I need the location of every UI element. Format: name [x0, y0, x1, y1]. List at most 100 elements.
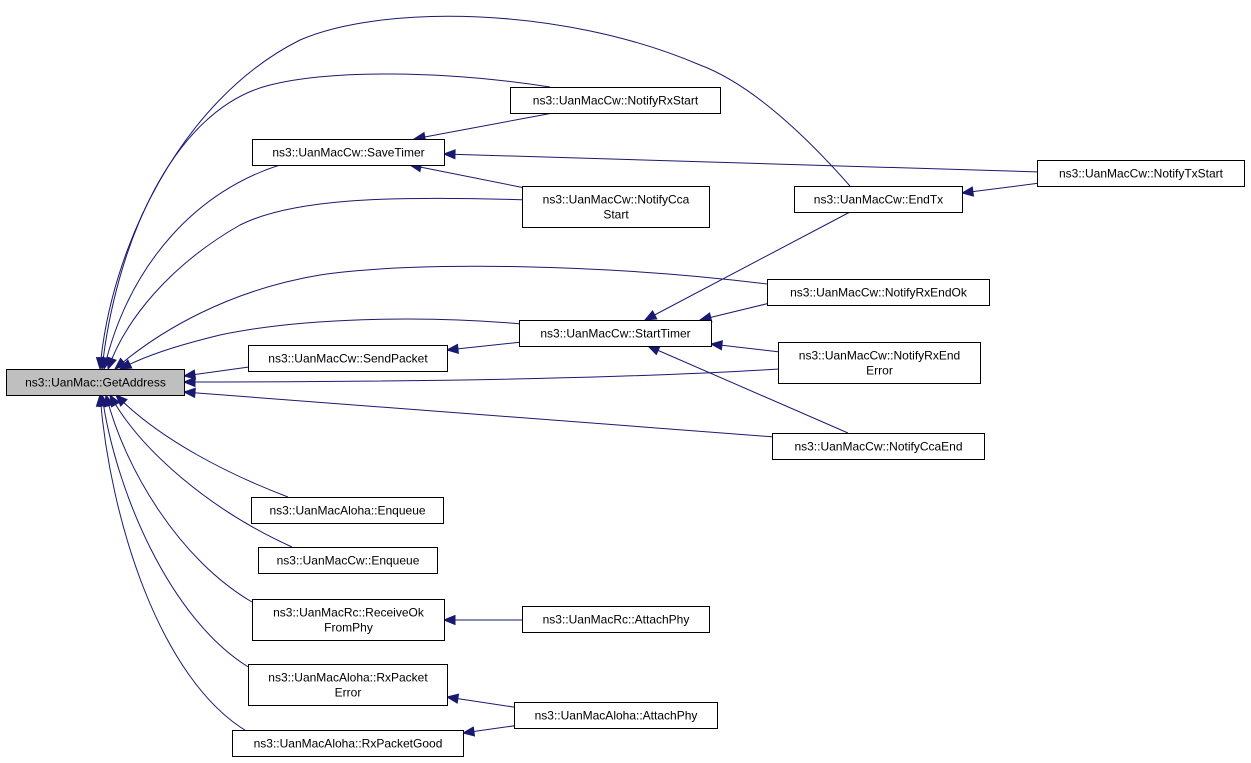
arrowhead-icon	[115, 394, 128, 407]
arrowhead-icon	[709, 340, 723, 351]
node-label: Error	[335, 686, 362, 700]
arrowhead-icon	[445, 693, 460, 704]
node-box[interactable]	[251, 497, 444, 524]
edge-endtx-to-starttimer	[643, 211, 851, 321]
edge-line	[446, 696, 521, 709]
node-label: Error	[866, 364, 893, 378]
node-label: ns3::UanMacCw::NotifyRxEnd	[799, 349, 960, 363]
node-label: ns3::UanMacCw::EndTx	[814, 193, 943, 207]
edge-line	[446, 341, 523, 351]
node-label: ns3::UanMacAloha::RxPacketGood	[254, 737, 443, 751]
node-notifyrxstart[interactable]: ns3::UanMacCw::NotifyRxStart	[510, 87, 721, 114]
arrowhead-icon	[107, 356, 117, 371]
edge-notifytxstart-to-endtx	[960, 182, 1041, 197]
node-getaddress[interactable]: ns3::UanMac::GetAddress	[6, 369, 185, 396]
edge-notifyccaend-to-getaddress	[182, 387, 776, 438]
node-notifyrxendok[interactable]: ns3::UanMacCw::NotifyRxEndOk	[767, 279, 990, 306]
node-label: ns3::UanMacCw::NotifyRxEndOk	[790, 286, 968, 300]
edge-line	[647, 345, 849, 434]
node-label: ns3::UanMacRc::AttachPhy	[543, 613, 690, 627]
edge-notifyrxenderror-to-starttimer	[709, 340, 781, 353]
nodes: ns3::UanMac::GetAddressns3::UanMacCw::No…	[6, 87, 1245, 757]
arrowhead-icon	[461, 726, 476, 737]
edge-endtx-to-getaddress	[95, 15, 851, 371]
arrowhead-icon	[442, 614, 456, 626]
node-box[interactable]	[252, 139, 445, 166]
edge-cwenqueue-to-getaddress	[109, 393, 293, 548]
node-box[interactable]	[232, 730, 464, 757]
node-endtx[interactable]: ns3::UanMacCw::EndTx	[794, 186, 963, 213]
node-notifytxstart[interactable]: ns3::UanMacCw::NotifyTxStart	[1037, 160, 1245, 187]
node-label: ns3::UanMacCw::NotifyCcaEnd	[794, 440, 962, 454]
node-starttimer[interactable]: ns3::UanMacCw::StartTimer	[519, 320, 712, 347]
edge-line	[105, 394, 253, 603]
node-label: Start	[603, 208, 629, 222]
node-box[interactable]	[772, 433, 985, 460]
edge-line	[99, 15, 851, 370]
node-box[interactable]	[258, 547, 438, 574]
node-label: ns3::UanMacCw::NotifyRxStart	[533, 94, 699, 108]
node-box[interactable]	[522, 606, 710, 633]
edge-line	[961, 182, 1041, 194]
edge-line	[710, 343, 781, 353]
edge-alohaenqueue-to-getaddress	[115, 394, 289, 498]
node-notifyccaend[interactable]: ns3::UanMacCw::NotifyCcaEnd	[772, 433, 985, 460]
arrowhead-icon	[118, 359, 133, 370]
node-rxpacketgood[interactable]: ns3::UanMacAloha::RxPacketGood	[232, 730, 464, 757]
edge-line	[183, 368, 781, 383]
node-box[interactable]	[794, 186, 963, 213]
node-box[interactable]	[778, 342, 981, 384]
edge-notifyccastart-to-savetimer	[408, 162, 526, 189]
edge-notifyrxstart-to-savetimer	[412, 112, 554, 143]
node-box[interactable]	[519, 320, 712, 347]
node-box[interactable]	[252, 599, 445, 641]
arrowhead-icon	[646, 345, 661, 356]
node-label: ns3::UanMacAloha::RxPacket	[268, 671, 428, 685]
node-box[interactable]	[522, 186, 710, 228]
node-box[interactable]	[248, 664, 448, 706]
edge-alohaattachphy-to-rxpacketgood	[461, 724, 521, 737]
edge-notifyrxendok-to-starttimer	[698, 302, 771, 323]
edge-rxpacketgood-to-getaddress	[95, 393, 249, 733]
edge-receiveok-to-getaddress	[103, 393, 253, 603]
arrowhead-icon	[643, 310, 658, 321]
node-alohaattachphy[interactable]: ns3::UanMacAloha::AttachPhy	[514, 702, 718, 729]
node-box[interactable]	[510, 87, 721, 114]
edge-line	[115, 394, 289, 498]
node-label: ns3::UanMacCw::StartTimer	[540, 327, 690, 341]
edge-line	[101, 394, 251, 669]
edge-starttimer-to-sendpacket	[445, 341, 523, 354]
node-box[interactable]	[248, 345, 448, 372]
edge-line	[183, 391, 776, 438]
edge-line	[644, 211, 851, 321]
edge-line	[409, 164, 526, 189]
arrowhead-icon	[445, 343, 459, 354]
node-box[interactable]	[767, 279, 990, 306]
edge-line	[99, 394, 249, 733]
arrowhead-icon	[960, 186, 975, 197]
node-label: ns3::UanMacRc::ReceiveOk	[273, 606, 425, 620]
node-cwenqueue[interactable]: ns3::UanMacCw::Enqueue	[258, 547, 438, 574]
node-box[interactable]	[6, 369, 185, 396]
edge-line	[413, 112, 554, 140]
edge-notifyccastart-to-getaddress	[107, 197, 528, 371]
node-box[interactable]	[1037, 160, 1245, 187]
edge-line	[107, 197, 528, 370]
edge-rcattachphy-to-receiveok	[442, 614, 522, 626]
edge-notifyrxstart-to-getaddress	[98, 73, 551, 371]
arrowhead-icon	[182, 376, 196, 388]
node-label: ns3::UanMacCw::NotifyCca	[543, 193, 690, 207]
node-box[interactable]	[514, 702, 718, 729]
node-alohaenqueue[interactable]: ns3::UanMacAloha::Enqueue	[251, 497, 444, 524]
node-savetimer[interactable]: ns3::UanMacCw::SaveTimer	[252, 139, 445, 166]
node-label: ns3::UanMacAloha::Enqueue	[269, 504, 425, 518]
edges	[95, 15, 1041, 737]
edge-notifyrxenderror-to-getaddress	[182, 368, 781, 388]
node-rcattachphy[interactable]: ns3::UanMacRc::AttachPhy	[522, 606, 710, 633]
node-sendpacket[interactable]: ns3::UanMacCw::SendPacket	[248, 345, 448, 372]
